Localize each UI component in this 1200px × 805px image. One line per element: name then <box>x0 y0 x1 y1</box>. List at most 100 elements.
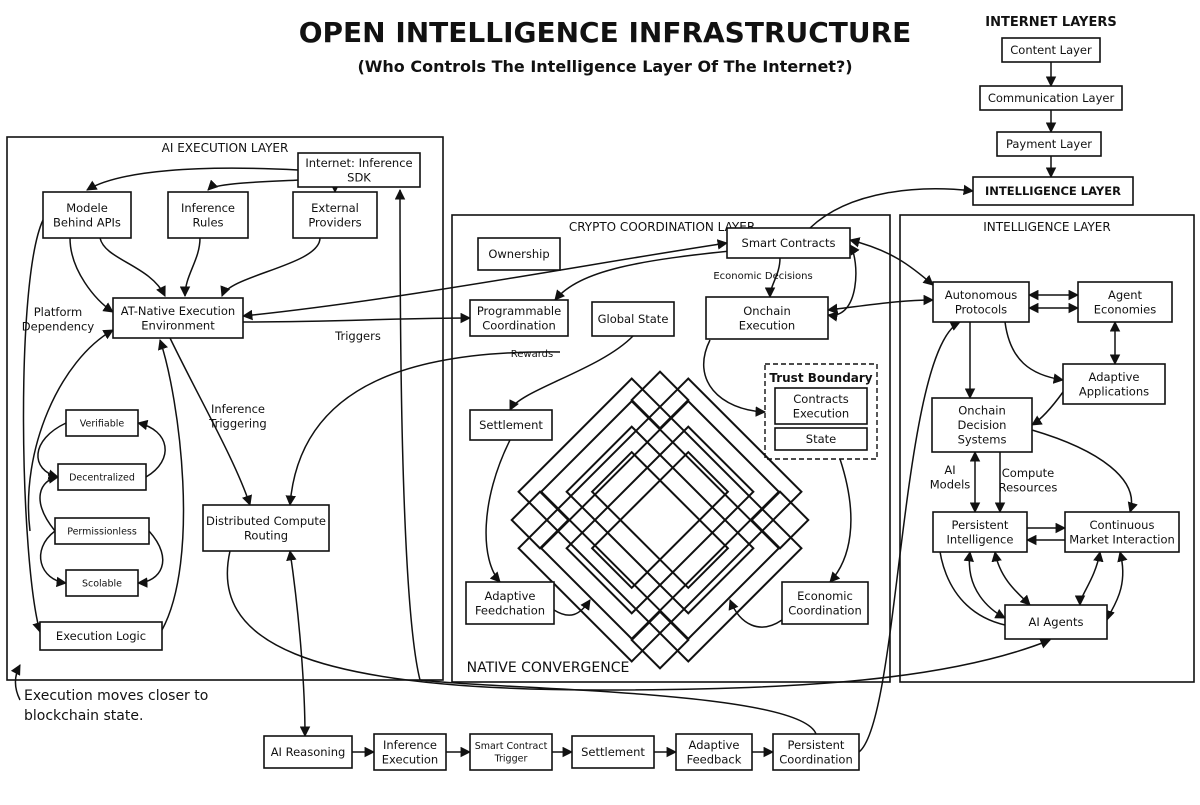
node-trust-contracts-execution-label: Contracts <box>793 392 848 406</box>
edge-label-triggers-text: Triggers <box>334 329 381 343</box>
edge-label-compute-resources-text: Compute <box>1002 466 1054 480</box>
edge-sdk-to-models <box>86 167 299 191</box>
edge-settlement-to-adaptive <box>485 439 511 583</box>
node-inference-sdk-label: SDK <box>347 170 371 184</box>
edge-scal-loop <box>136 530 164 588</box>
node-permissionless-box <box>54 517 150 545</box>
node-agent-economies-box <box>1077 281 1173 323</box>
edge-models-to-env <box>69 237 114 313</box>
node-decentralized: Decentralized <box>57 463 147 491</box>
node-execution-logic-label: Execution Logic <box>56 629 146 643</box>
node-trust-state: State <box>774 427 868 451</box>
edge-rules-to-env <box>179 237 201 298</box>
node-il-communication: Communication Layer <box>979 85 1123 111</box>
node-external-providers-box <box>292 191 378 239</box>
edge-persistent-to-sdk <box>394 188 817 735</box>
node-economic-coordination-label: Economic <box>797 589 853 603</box>
node-settlement-pipeline: Settlement <box>571 735 655 769</box>
edge-label-economic-decisions-text: Economic Decisions <box>713 271 812 282</box>
node-at-native-env-label: Environment <box>141 318 215 332</box>
node-inference-rules-label: Rules <box>192 215 223 229</box>
edge-distributed-loop-to-agents <box>226 550 1051 691</box>
node-ai-agents: AI Agents <box>1004 604 1108 640</box>
edges-layer <box>22 62 1138 758</box>
edge-economic-to-knot <box>728 599 783 628</box>
node-il-content-box <box>1001 37 1101 63</box>
footnote-line-1: Execution moves closer to <box>24 688 208 704</box>
node-global-state-label: Global State <box>598 312 669 326</box>
node-external-providers-label: Providers <box>308 215 361 229</box>
node-onchain-decision-label: Decision <box>958 418 1007 432</box>
node-onchain-execution-label: Onchain <box>743 304 790 318</box>
node-programmable-coordination-label: Coordination <box>482 318 556 332</box>
node-global-state: Global State <box>591 301 675 337</box>
edge-labels-layer: PlatformDependencyTriggersInferenceTrigg… <box>22 271 1058 495</box>
node-distributed-compute-label: Distributed Compute <box>206 514 326 528</box>
edge-smart-to-onchain <box>764 257 781 299</box>
edge-rewards-to-distributed <box>285 351 561 507</box>
panel-intelligence <box>899 214 1195 683</box>
node-adaptive-feedback-box <box>675 733 753 771</box>
node-verifiable-box <box>65 409 139 437</box>
node-autonomous-protocols-label: Protocols <box>955 302 1007 316</box>
edge-perm-to-scal <box>39 530 68 588</box>
edge-adaptive-to-decision <box>1031 391 1064 426</box>
edge-continuous-to-agents-2 <box>1074 550 1104 607</box>
panel-crypto-coordination-title: CRYPTO COORDINATION LAYER <box>569 220 755 234</box>
footnote-text: Execution moves closer to blockchain sta… <box>24 688 213 724</box>
edge-continuous-to-agents <box>1104 550 1128 622</box>
node-persistent-coordination-label: Coordination <box>779 752 853 766</box>
edge-decent-loop <box>136 419 166 478</box>
edge-label-rewards: Rewards <box>511 349 553 360</box>
node-inference-execution-label: Execution <box>382 752 438 766</box>
node-global-state-box <box>591 301 675 337</box>
node-adaptive-feedchation-label: Adaptive <box>485 589 536 603</box>
node-inference-execution-box <box>373 733 447 771</box>
node-economic-coordination-label: Coordination <box>788 603 862 617</box>
node-external-providers-label: External <box>311 201 359 215</box>
node-scalable-box <box>65 569 139 597</box>
node-il-content: Content Layer <box>1001 37 1101 63</box>
node-economic-coordination-box <box>781 581 869 625</box>
node-agent-economies-label: Agent <box>1108 288 1143 302</box>
node-inference-rules-box <box>167 191 249 239</box>
edge-decision-to-continuous <box>1031 429 1138 514</box>
node-models-behind-apis-box <box>42 191 132 239</box>
node-ownership-box <box>477 237 561 271</box>
panel-ai-execution-title: AI EXECUTION LAYER <box>162 141 289 155</box>
node-programmable-coordination-box <box>469 299 569 337</box>
node-il-communication-box <box>979 85 1123 111</box>
edge-env-to-smart <box>241 239 729 321</box>
edge-persist-to-agents-2 <box>991 550 1031 606</box>
node-adaptive-feedchation-box <box>465 581 555 625</box>
panel-intelligence-title: INTELLIGENCE LAYER <box>983 220 1110 234</box>
edge-global-to-settlement <box>509 335 634 411</box>
node-il-payment-box <box>996 131 1102 157</box>
node-decentralized-label: Decentralized <box>69 472 135 483</box>
node-trust-state-box <box>774 427 868 451</box>
node-inference-sdk-box <box>297 152 421 188</box>
node-adaptive-applications-label: Adaptive <box>1089 370 1140 384</box>
node-adaptive-feedback-label: Adaptive <box>689 738 740 752</box>
node-il-intelligence-box <box>972 176 1134 206</box>
edge-env-to-programmable <box>242 312 472 324</box>
node-smart-contract-trigger-box <box>469 733 553 771</box>
edge-persist-to-agents <box>963 550 1006 619</box>
node-distributed-compute-label: Routing <box>244 528 288 542</box>
edge-label-platform-dependency-text: Dependency <box>22 320 95 334</box>
edge-label-rewards-text: Rewards <box>511 349 553 360</box>
node-at-native-env-label: AT-Native Execution <box>121 304 235 318</box>
edge-trust-to-economic <box>829 458 852 583</box>
node-ai-reasoning-label: AI Reasoning <box>271 745 346 759</box>
node-permissionless-label: Permissionless <box>67 526 137 537</box>
node-persistent-coordination-box <box>772 733 860 771</box>
edge-label-triggers: Triggers <box>334 329 381 343</box>
